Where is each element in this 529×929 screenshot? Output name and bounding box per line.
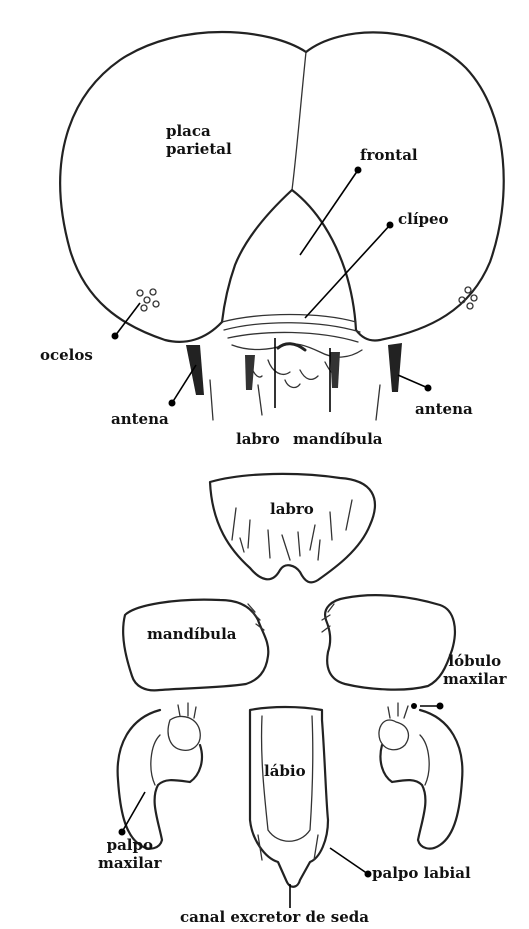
mandible-right-outline [325,595,455,689]
label-placa-parietal: placa parietal [166,122,232,158]
label-parietal-line2: parietal [166,140,232,158]
clypeus-lines [222,315,360,343]
maxilla-right-inner [379,703,429,785]
mandible-right-part [322,595,455,689]
label-palpo-maxilar: palpo maxilar [98,836,162,872]
label-frontal: frontal [360,146,418,164]
mandible-left-dark [245,355,255,390]
leader-palpo-maxilar [122,792,145,832]
leader-antena-right [398,375,428,388]
label-palpo-line1: palpo [98,836,162,854]
head-leaders [112,167,432,413]
median-suture [292,52,306,190]
label-labro-part: labro [270,500,314,518]
label-clipeo: clípeo [398,210,449,228]
label-canal-excretor: canal excretor de seda [180,908,369,926]
right-parietal-lobe [306,32,504,340]
label-labro-top: labro [236,430,280,448]
labrum-part [210,474,375,582]
label-maxilar-line2: maxilar [443,670,507,688]
label-mandibula-part: mandíbula [147,625,237,643]
maxilla-right [379,703,462,849]
maxilla-left [118,703,202,849]
label-lobulo-line1: lóbulo [443,652,507,670]
leader-clipeo [305,225,390,318]
label-maxilar-line2b: maxilar [98,854,162,872]
leader-frontal [300,170,358,255]
left-parietal-lobe [60,32,306,342]
leader-palpo-labial [330,848,368,874]
maxilla-left-outline [118,710,202,849]
antenna-left-shape [186,345,204,395]
label-lobulo-maxilar: lóbulo maxilar [443,652,507,688]
mandible-right-dark [330,352,340,388]
label-placa-line1: placa [166,122,232,140]
label-palpo-labial: palpo labial [372,864,471,882]
head-setae [210,380,380,420]
label-ocelos: ocelos [40,346,93,364]
label-antena-left: antena [111,410,169,428]
leader-ocelos [115,303,140,336]
label-antena-right: antena [415,400,473,418]
mouthparts-small [250,360,338,387]
ocelli-left [137,289,159,311]
label-labio: lábio [264,762,306,780]
labrum-outline [210,474,375,582]
mandible-left-part [123,600,268,691]
maxilla-left-inner [151,703,200,785]
lobulo-dot [411,703,417,709]
labium-part [250,707,328,887]
frontal-triangle [222,190,356,330]
label-mandibula-top: mandíbula [293,430,383,448]
mandible-left-outline [123,600,268,691]
antenna-right-shape [388,343,402,392]
maxilla-right-outline [380,710,462,849]
labium-inner [258,716,318,860]
leader-antena-left [172,365,196,403]
